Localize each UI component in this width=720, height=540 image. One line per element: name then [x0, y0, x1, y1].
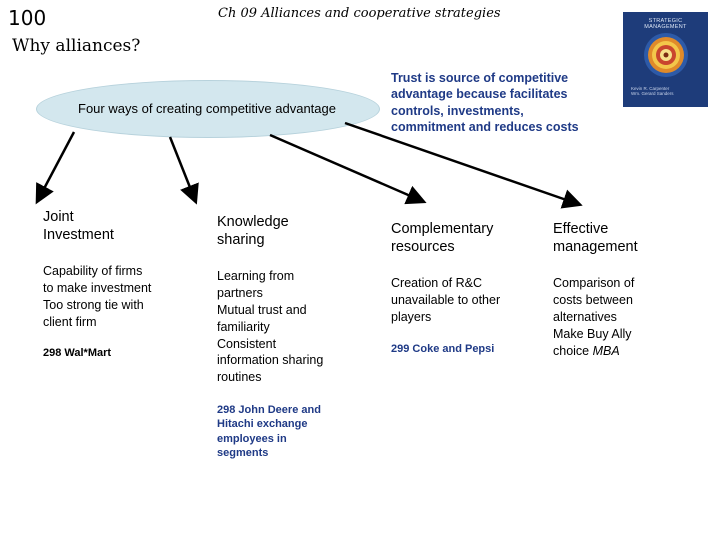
joint-investment-example: 298 Wal*Mart	[43, 346, 178, 360]
book-cover-mandala-icon	[644, 33, 688, 77]
effective-management-body: Comparison of costs between alternatives…	[553, 275, 663, 359]
body-line: alternatives	[553, 309, 617, 324]
example-line: segments	[217, 446, 269, 459]
body-line: costs between	[553, 292, 633, 307]
arrow-effective-management	[344, 121, 583, 209]
heading-line: resources	[391, 239, 455, 256]
joint-investment-body: Capability of firms to make investment T…	[43, 263, 178, 331]
effective-management-heading: Effective management	[553, 220, 703, 256]
arrow-knowledge-sharing	[168, 136, 199, 205]
heading-line: sharing	[217, 232, 265, 249]
body-text: choice	[553, 343, 590, 358]
body-line: Capability of firms	[43, 264, 143, 278]
body-line: Mutual trust and	[217, 302, 307, 317]
body-line: Consistent	[217, 336, 277, 351]
example-line: employees in	[217, 432, 287, 445]
body-line: players	[391, 309, 432, 324]
complementary-resources-example: 299 Coke and Pepsi	[391, 342, 526, 356]
trust-note-line: advantage because facilitates	[391, 87, 568, 102]
advantage-ellipse-label: Four ways of creating competitive advant…	[36, 80, 378, 136]
body-line: Comparison of	[553, 276, 635, 290]
body-line: Too strong tie with	[43, 297, 144, 312]
mba-emphasis: MBA	[592, 343, 620, 358]
heading-line: Joint	[43, 209, 74, 225]
trust-note-line: commitment and reduces costs	[391, 119, 579, 134]
advantage-ellipse	[36, 80, 380, 138]
heading-line: Knowledge	[217, 214, 289, 230]
trust-note-line: Trust is source of competitive	[391, 71, 569, 85]
body-line: routines	[217, 370, 262, 385]
book-author: Wm. Gerard Sanders	[631, 91, 674, 97]
example-line: Hitachi exchange	[217, 418, 308, 431]
heading-line: management	[553, 239, 638, 256]
heading-line: Effective	[553, 221, 609, 237]
book-author: Kevin R. Carpenter	[631, 86, 670, 91]
arrow-joint-investment	[35, 131, 76, 205]
body-line: familiarity	[217, 319, 270, 334]
example-line: 298 Wal*Mart	[43, 347, 112, 359]
trust-note: Trust is source of competitive advantage…	[391, 70, 616, 135]
heading-line: Complementary	[391, 221, 494, 237]
body-line-last: choice MBA	[553, 343, 663, 360]
book-cover-title: STRATEGIC MANAGEMENT	[644, 18, 687, 30]
knowledge-sharing-body: Learning from partners Mutual trust and …	[217, 268, 352, 386]
body-line: partners	[217, 285, 263, 300]
slide-number: 100	[8, 6, 47, 30]
trust-note-line: controls, investments,	[391, 103, 524, 118]
complementary-resources-body: Creation of R&C unavailable to other pla…	[391, 275, 526, 326]
example-line: 298 John Deere and	[217, 404, 321, 416]
body-line: unavailable to other	[391, 292, 501, 307]
body-line: information sharing	[217, 353, 324, 368]
complementary-resources-heading: Complementary resources	[391, 220, 541, 256]
joint-investment-heading: Joint Investment	[43, 208, 193, 244]
body-line: Creation of R&C	[391, 276, 483, 290]
book-cover-authors: Kevin R. Carpenter Wm. Gerard Sanders	[631, 86, 701, 97]
book-cover-image: STRATEGIC MANAGEMENT Kevin R. Carpenter …	[623, 12, 708, 107]
body-line: Learning from	[217, 269, 295, 283]
slide-title: Why alliances?	[12, 36, 141, 56]
body-line: to make investment	[43, 280, 152, 295]
chapter-title: Ch 09 Alliances and cooperative strategi…	[218, 6, 501, 21]
knowledge-sharing-heading: Knowledge sharing	[217, 213, 367, 249]
body-line: Make Buy Ally	[553, 326, 632, 341]
body-line: client firm	[43, 314, 97, 329]
example-line: 299 Coke and Pepsi	[391, 343, 495, 355]
knowledge-sharing-example: 298 John Deere and Hitachi exchange empl…	[217, 403, 352, 460]
arrow-complementary-resources	[269, 133, 427, 205]
heading-line: Investment	[43, 227, 114, 244]
ellipse-label-text: Four ways of creating competitive advant…	[78, 100, 336, 116]
